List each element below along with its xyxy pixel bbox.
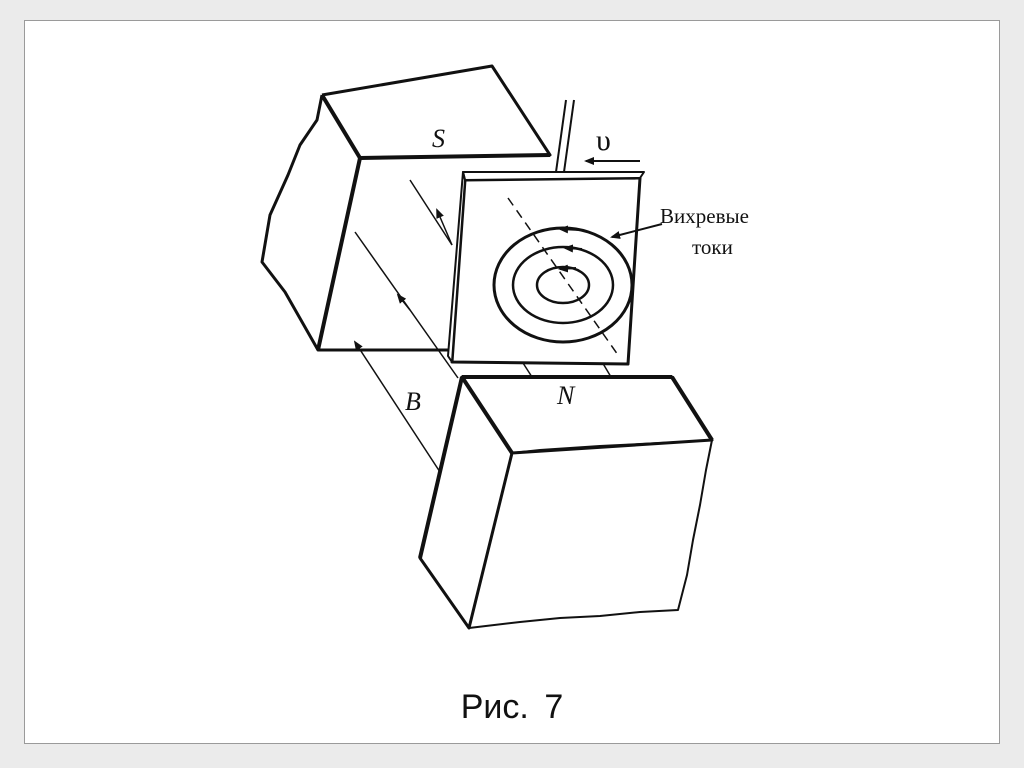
eddy-ring-middle-arrow (563, 244, 583, 253)
eddy-ring-outer-arrow (558, 225, 581, 234)
field-line-1 (353, 340, 441, 473)
plate-top-edge (462, 171, 645, 181)
south-magnet-block (260, 64, 552, 352)
south-magnet-top-edge (359, 153, 551, 160)
magnetic-field-lines (353, 179, 612, 473)
figure-caption: Рис. 7 (460, 688, 564, 726)
field-line-4 (409, 179, 453, 246)
north-magnet-front-edge (460, 375, 514, 455)
south-magnet-front-edge (320, 93, 362, 160)
eddy-current-rings (492, 225, 634, 344)
plate-axis-dashed (507, 197, 619, 356)
field-line-3 (396, 293, 411, 311)
north-magnet-left-edge (418, 376, 464, 559)
eddy-label-line1: Вихревые (660, 204, 749, 228)
south-magnet-vertical-edge (316, 157, 362, 351)
north-magnet-right-edge (670, 375, 714, 442)
north-magnet-rough-edge (468, 439, 713, 629)
north-pole-label: N (556, 381, 576, 410)
velocity-label: υ (596, 124, 611, 157)
north-magnet-rough-face (511, 439, 713, 454)
eddy-label-line2: токи (692, 235, 733, 259)
plate-side-edge (447, 171, 466, 363)
suspension-rod (555, 99, 575, 173)
south-pole-label: S (432, 124, 445, 153)
field-label: B (405, 387, 421, 416)
north-magnet-outline (418, 375, 714, 630)
conducting-plate (447, 171, 645, 366)
eddy-label-pointer (610, 223, 663, 239)
eddy-ring-middle (511, 245, 615, 325)
eddy-ring-inner-arrow (558, 264, 577, 273)
field-line-5 (436, 208, 453, 246)
north-magnet-block (418, 375, 714, 630)
